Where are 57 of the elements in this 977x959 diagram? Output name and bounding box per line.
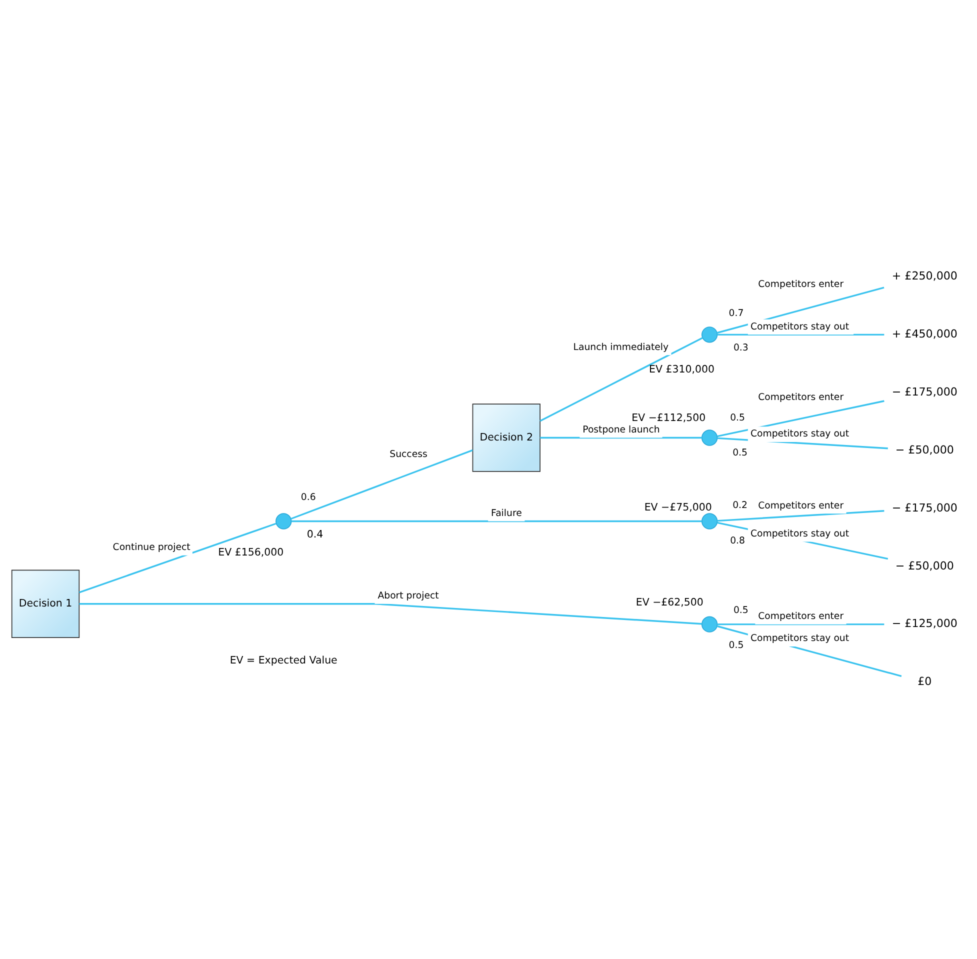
connector [78, 522, 276, 594]
label: 0.5 [728, 640, 744, 651]
edge-label: Abort project [378, 590, 439, 602]
edge-label: Failure [491, 508, 522, 519]
connector [716, 625, 902, 677]
node-circle [701, 326, 718, 343]
label: 0.7 [728, 308, 744, 319]
node-label: EV −£62,500 [636, 597, 704, 608]
node-text: − £175,000 [892, 386, 958, 398]
label: 0.5 [733, 605, 748, 616]
connector [290, 449, 473, 520]
node-box: Decision 1 [11, 570, 80, 638]
edge-label: Launch immediately [573, 342, 669, 353]
connector [717, 522, 888, 560]
connector [540, 436, 702, 439]
edge-label: Competitors enter [758, 278, 844, 290]
label: 0.3 [733, 342, 748, 354]
edge-label: Competitors enter [758, 392, 844, 404]
label: 0.5 [730, 412, 746, 424]
edge-label: Competitors stay out [750, 428, 850, 440]
edge-label: Competitors stay out [750, 528, 850, 540]
label: 0.4 [306, 530, 324, 541]
edge-label: Competitors stay out [750, 633, 850, 644]
label: 0.8 [730, 535, 746, 546]
connector [717, 623, 884, 626]
node-text: + £250,000 [892, 270, 958, 283]
node-circle [701, 430, 718, 446]
node-text: − £50,000 [895, 443, 954, 456]
edge-label: Postpone launch [582, 424, 660, 436]
label: EV = Expected Value [230, 656, 338, 667]
node-text: £0 [918, 675, 932, 688]
node-label: EV −£112,500 [632, 413, 706, 424]
label: 0.6 [300, 492, 316, 504]
label: 0.5 [732, 448, 748, 459]
connector [79, 603, 702, 625]
node-text: − £50,000 [895, 559, 954, 572]
connector [291, 520, 702, 522]
edge-label: Success [390, 449, 428, 460]
edge-label: Continue project [112, 542, 190, 554]
node-text: − £125,000 [892, 617, 958, 630]
connector [717, 510, 884, 522]
node-text: + £450,000 [892, 328, 958, 341]
node-circle [276, 513, 292, 530]
connector [540, 337, 703, 422]
node-circle [701, 513, 718, 530]
node-box: Decision 2 [472, 404, 540, 472]
node-label: EV £156,000 [218, 547, 284, 558]
edge-label: Competitors stay out [750, 321, 850, 332]
label: 0.2 [732, 500, 748, 512]
edge-label: Competitors enter [758, 611, 844, 622]
node-label: EV −£75,000 [644, 502, 712, 514]
connector [717, 334, 884, 336]
node-label: EV £310,000 [649, 364, 714, 376]
node-text: − £175,000 [892, 501, 958, 514]
connector [717, 400, 884, 438]
node-circle [701, 616, 718, 632]
edge-label: Competitors enter [758, 500, 844, 512]
